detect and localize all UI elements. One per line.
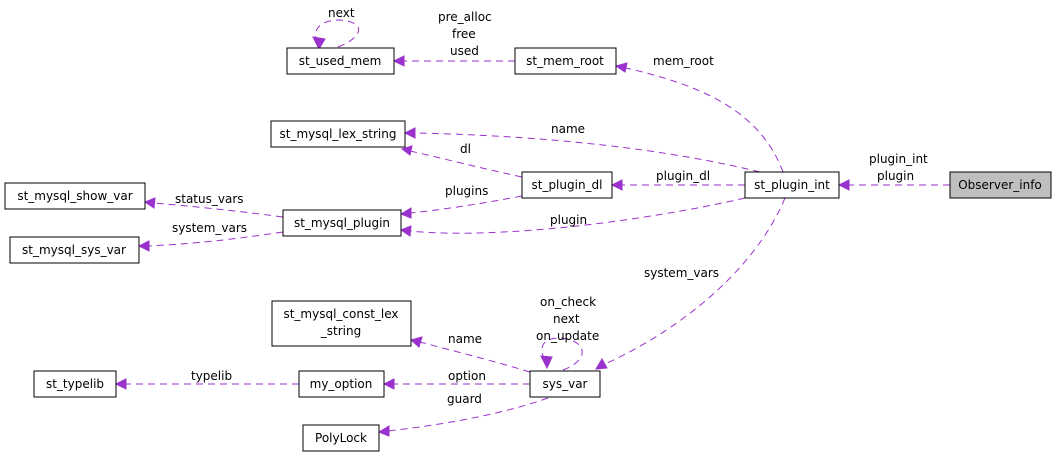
label-dl: dl (460, 142, 471, 156)
node-label: sys_var (543, 377, 588, 391)
label-mem-root: mem_root (653, 54, 714, 68)
label-on-update: on_update (536, 329, 599, 343)
node-label: st_plugin_int (754, 178, 830, 192)
node-label: PolyLock (315, 431, 367, 445)
node-st-typelib[interactable]: st_typelib (33, 370, 117, 398)
node-label: st_mysql_sys_var (22, 243, 126, 257)
node-st-mem-root[interactable]: st_mem_root (514, 47, 617, 75)
node-observer-info[interactable]: Observer_info (949, 171, 1052, 199)
node-my-option[interactable]: my_option (298, 370, 385, 398)
label-system-vars-plugin: system_vars (172, 221, 247, 235)
node-st-mysql-sys-var[interactable]: st_mysql_sys_var (9, 236, 140, 264)
edge-plugin-int-to-mysql-plugin (399, 197, 746, 237)
label-plugin-obs: plugin (877, 169, 914, 183)
edge-plugin-int-to-plugin-dl (610, 179, 745, 191)
label-plugin-int-to-plugin: plugin (550, 213, 587, 227)
label-plugins: plugins (445, 184, 488, 198)
edge-next-st-used-mem (312, 19, 360, 51)
label-status-vars: status_vars (175, 192, 244, 206)
node-st-used-mem[interactable]: st_used_mem (286, 47, 395, 75)
edge-plugin-int-to-lex-string-name (403, 127, 761, 173)
edge-mem-root-to-used-mem (392, 55, 515, 67)
edge-plugin-dl-to-lex-string (400, 145, 523, 178)
label-system-vars-sysvar: system_vars (644, 266, 719, 280)
edge-mysql-plugin-to-sys-var (137, 231, 284, 252)
label-free: free (452, 27, 476, 41)
node-label: st_used_mem (299, 54, 382, 68)
label-used: used (450, 44, 479, 58)
node-label: Observer_info (958, 178, 1042, 192)
edge-sys-var-to-my-option (382, 378, 530, 390)
node-label: st_mysql_plugin (294, 216, 390, 230)
label-next: next (328, 6, 355, 20)
edge-observer-to-plugin-int (837, 179, 950, 191)
node-st-plugin-dl[interactable]: st_plugin_dl (521, 171, 613, 199)
node-label: st_mem_root (526, 54, 604, 68)
label-pre-alloc: pre_alloc (438, 10, 492, 24)
edge-mysql-plugin-to-show-var (143, 197, 284, 218)
edge-sys-var-to-const-lex-string (409, 336, 531, 373)
label-typelib: typelib (191, 369, 232, 383)
node-sys-var[interactable]: sys_var (529, 370, 601, 398)
edge-sys-var-to-polylock (377, 397, 549, 437)
node-label: st_typelib (46, 377, 104, 391)
edge-plugin-int-to-sys-var (595, 197, 786, 370)
edge-sys-var-self-loop (540, 337, 583, 371)
node-st-mysql-show-var[interactable]: st_mysql_show_var (4, 182, 146, 210)
label-plugin-int: plugin_int (869, 152, 928, 166)
node-st-mysql-plugin[interactable]: st_mysql_plugin (282, 209, 402, 237)
node-st-mysql-const-lex-string[interactable]: st_mysql_const_lex _string (271, 300, 412, 347)
label-on-check: on_check (540, 295, 596, 309)
node-label-line2: _string (320, 324, 361, 338)
label-next-sysvar: next (553, 312, 580, 326)
node-label: my_option (310, 377, 373, 391)
label-name-lex: name (551, 122, 585, 136)
node-polylock[interactable]: PolyLock (302, 424, 380, 452)
label-guard: guard (447, 392, 482, 406)
node-label: st_plugin_dl (531, 178, 602, 192)
edge-plugin-int-to-mem-root (614, 62, 784, 173)
label-option: option (448, 369, 486, 383)
label-plugin-dl: plugin_dl (656, 169, 710, 183)
node-st-mysql-lex-string[interactable]: st_mysql_lex_string (270, 120, 406, 148)
node-st-plugin-int[interactable]: st_plugin_int (744, 171, 840, 199)
edge-plugin-dl-to-mysql-plugin (399, 195, 523, 219)
label-name-const: name (448, 332, 482, 346)
node-label: st_mysql_lex_string (279, 127, 396, 141)
node-label-line1: st_mysql_const_lex (283, 307, 398, 321)
edge-my-option-to-typelib (114, 378, 299, 390)
node-label: st_mysql_show_var (17, 189, 132, 203)
